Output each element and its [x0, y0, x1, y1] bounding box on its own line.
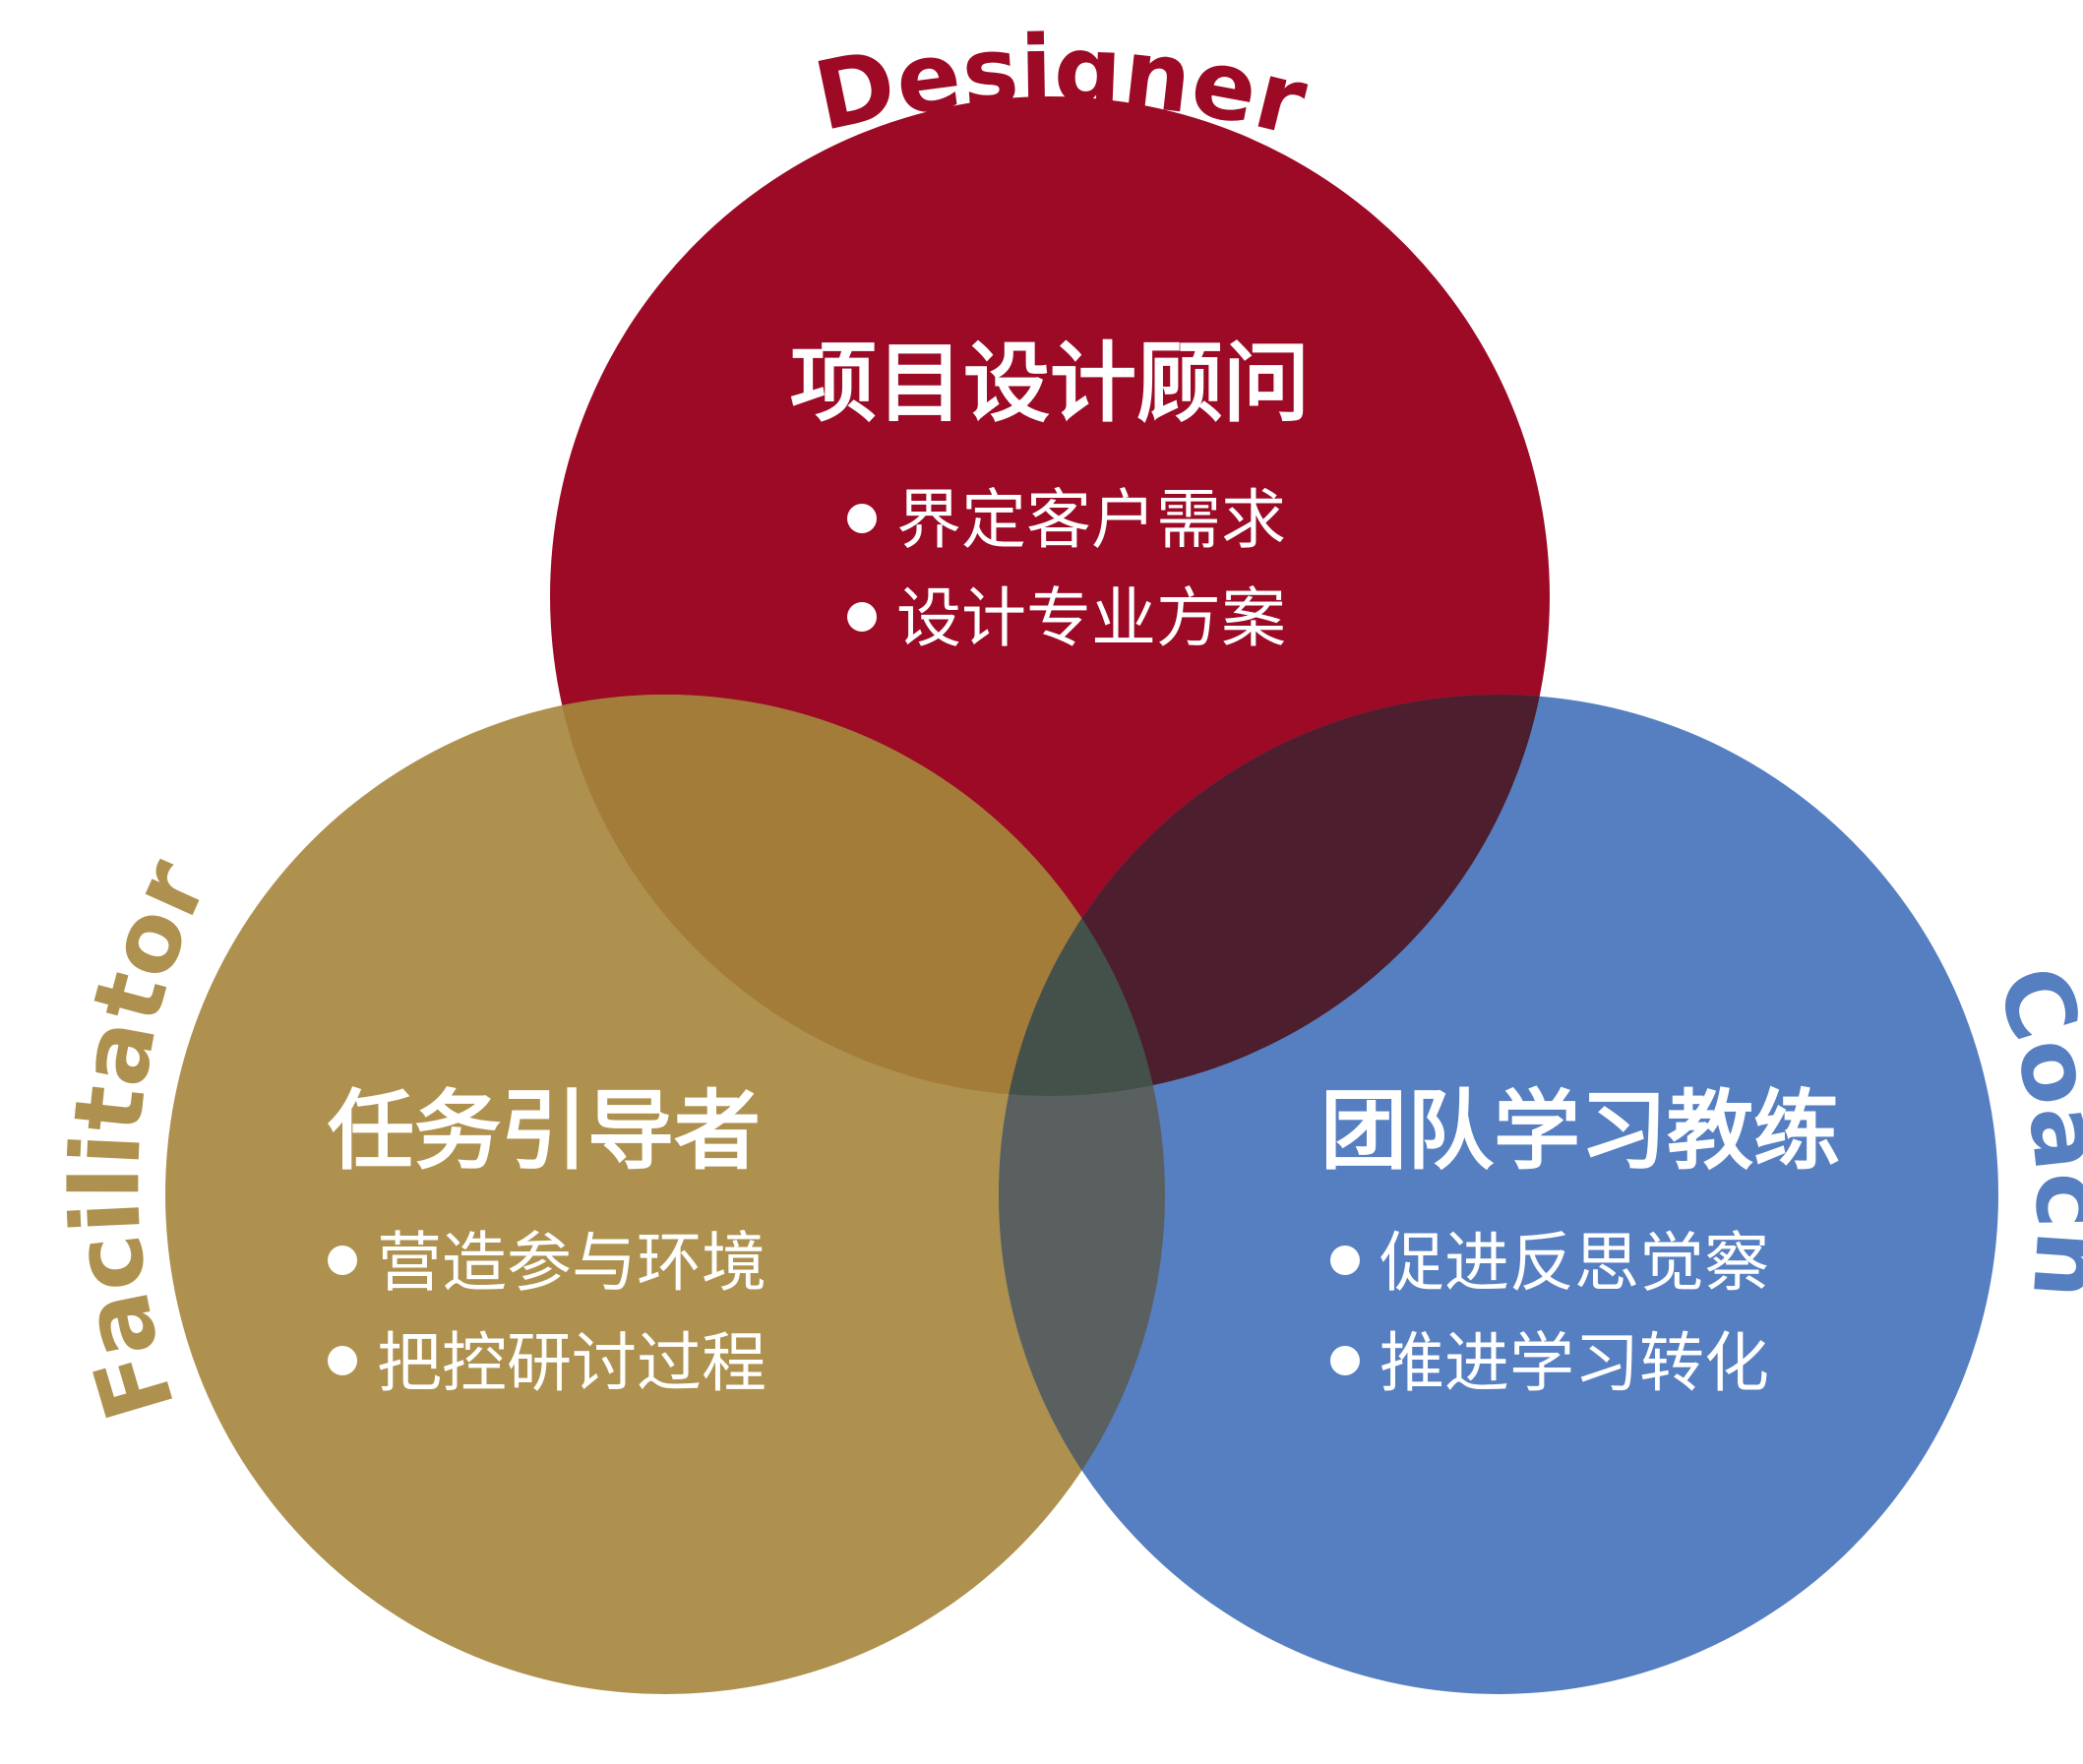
- designer-title: 项目设计顾问: [790, 333, 1310, 434]
- designer-bullet-dot-2: [847, 602, 877, 632]
- facilitator-bullet-1: 营造参与环境: [377, 1225, 766, 1301]
- designer-bullet-2: 设计专业方案: [896, 580, 1286, 656]
- facilitator-bullet-dot-1: [328, 1246, 357, 1275]
- facilitator-bullet-dot-2: [328, 1346, 357, 1375]
- designer-bullet-1: 界定客户需求: [896, 482, 1286, 558]
- coach-title: 团队学习教练: [1320, 1080, 1840, 1182]
- designer-bullet-dot-1: [847, 504, 877, 533]
- designer-facilitator-overlap: [550, 695, 1165, 1096]
- facilitator-bullet-2: 把控研讨过程: [377, 1325, 766, 1401]
- coach-bullet-2: 推进学习转化: [1379, 1325, 1769, 1401]
- designer-coach-overlap: [999, 695, 1550, 1096]
- coach-bullet-dot-2: [1330, 1346, 1360, 1375]
- facilitator-title: 任务引导者: [328, 1080, 761, 1182]
- coach-bullet-dot-1: [1330, 1246, 1360, 1275]
- coach-bullet-1: 促进反思觉察: [1379, 1225, 1769, 1301]
